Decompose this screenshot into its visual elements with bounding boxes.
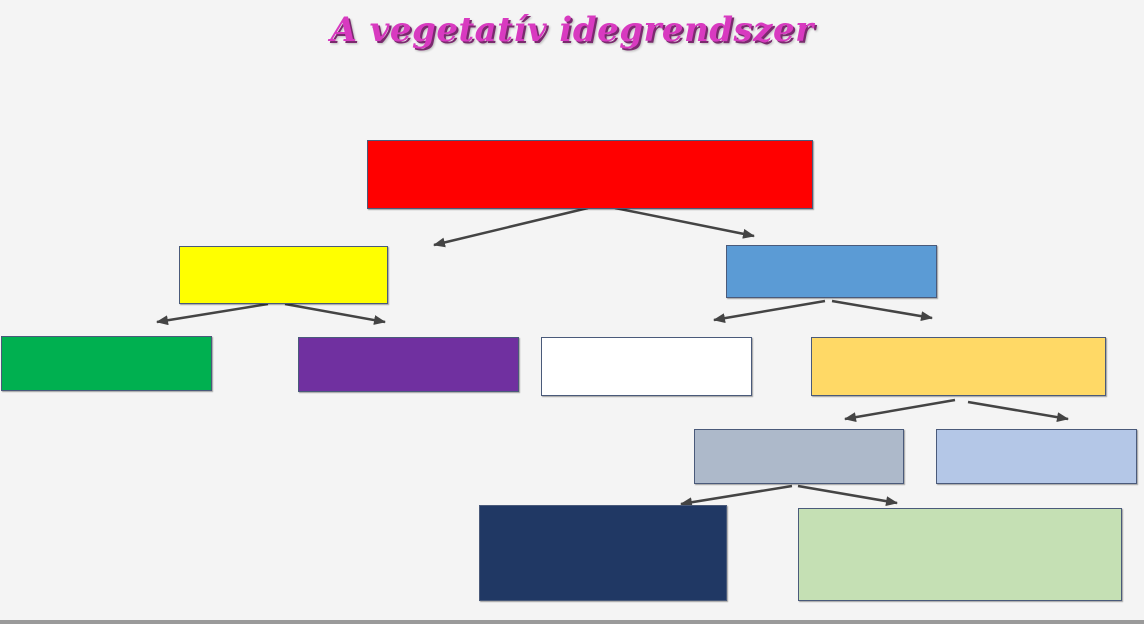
arrow-right-branch-to-right-sub (831, 299, 933, 322)
node-right-leaf-1 (541, 337, 752, 396)
node-left-leaf-1 (1, 336, 212, 391)
arrow-root-to-right-branch (614, 206, 755, 239)
arrow-right-branch-to-right-leaf-1 (713, 299, 826, 324)
node-root (367, 140, 813, 209)
arrow-left-branch-to-left-leaf-1 (156, 302, 269, 326)
arrow-sub-left-to-bottom-left (680, 484, 793, 508)
arrow-root-to-left-branch (433, 206, 589, 248)
page-title: A vegetatív idegrendszer (330, 10, 814, 50)
node-bottom-left (479, 505, 727, 601)
node-right-sub (811, 337, 1106, 396)
node-sub-left (694, 429, 904, 484)
arrow-right-sub-to-sub-left (844, 398, 956, 423)
node-bottom-right (798, 508, 1122, 601)
node-right-branch (726, 245, 937, 298)
node-sub-right (936, 429, 1137, 484)
arrow-left-branch-to-left-leaf-2 (284, 302, 386, 325)
arrow-sub-left-to-bottom-right (797, 484, 898, 507)
arrow-right-sub-to-sub-right (967, 400, 1069, 423)
bottom-border (0, 620, 1144, 624)
node-left-leaf-2 (298, 337, 519, 392)
node-left-branch (179, 246, 388, 304)
